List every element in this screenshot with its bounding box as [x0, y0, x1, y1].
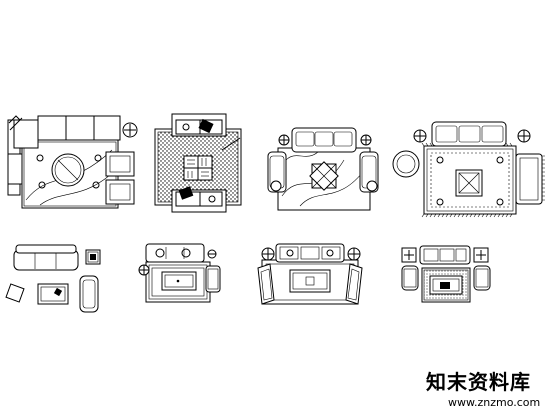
watermark-site-name: 知末资料库 [426, 370, 531, 394]
sofa-set-rug-medium [257, 243, 363, 305]
sofa-set-dark-rug [401, 245, 491, 303]
sofa-set-three-seat-on-fringed-rug [392, 121, 545, 218]
sofa-set-rug-small [138, 243, 221, 303]
sofa-set-corner-sectional [7, 115, 138, 209]
sofa-set-three-seat-with-diamond-table [267, 127, 379, 211]
square-rug-with-chairs [154, 113, 242, 213]
sofa-set-simple-loose [5, 244, 101, 313]
watermark-url: www.znzmo.com [448, 396, 541, 409]
watermark-background [420, 360, 560, 420]
